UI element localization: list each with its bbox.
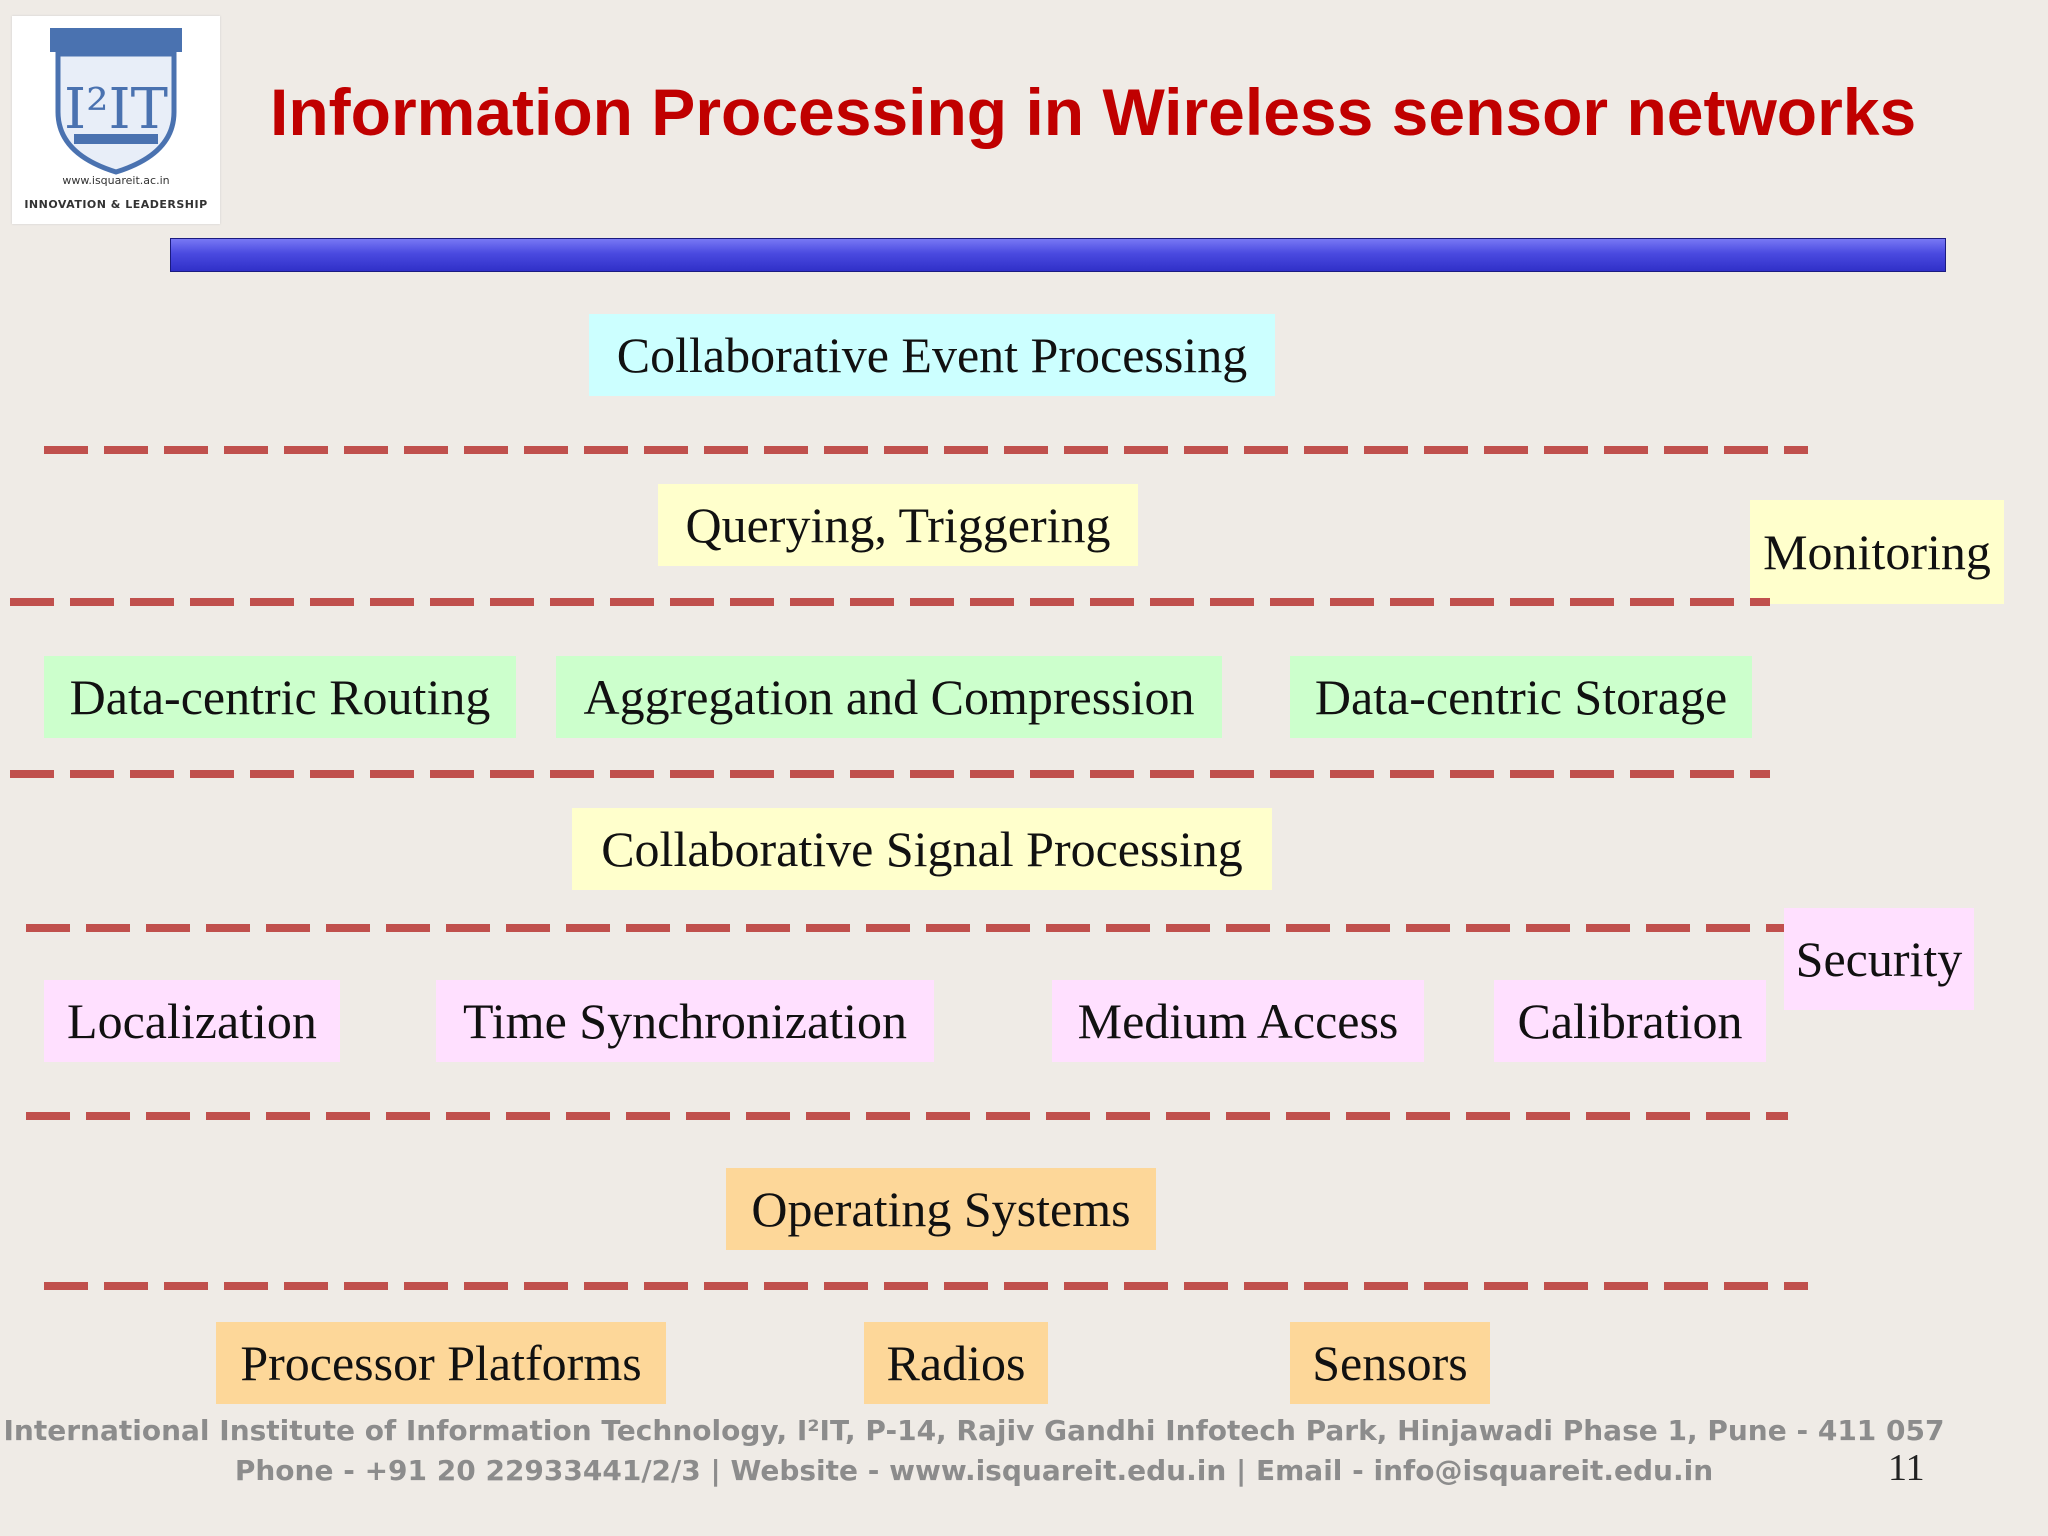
shield-icon: I²IT (50, 28, 182, 175)
layer-divider (44, 1282, 1808, 1290)
layer-data-centric-routing: Data-centric Routing (44, 656, 516, 738)
layer-localization: Localization (44, 980, 340, 1062)
layer-security: Security (1784, 908, 1974, 1010)
layer-querying-triggering: Querying, Triggering (658, 484, 1138, 566)
layer-divider (44, 446, 1808, 454)
svg-text:I²IT: I²IT (64, 77, 168, 142)
layer-calibration: Calibration (1494, 980, 1766, 1062)
layer-divider (26, 924, 1788, 932)
logo-tagline: INNOVATION & LEADERSHIP (24, 198, 208, 211)
slide-title: Information Processing in Wireless senso… (270, 75, 1917, 149)
page-number: 11 (1888, 1447, 1925, 1489)
layer-medium-access: Medium Access (1052, 980, 1424, 1062)
layer-collaborative-signal-processing: Collaborative Signal Processing (572, 808, 1272, 890)
footer-address: International Institute of Information T… (3, 1414, 1945, 1447)
layer-divider (10, 770, 1770, 778)
layer-aggregation-compression: Aggregation and Compression (556, 656, 1222, 738)
layer-divider (10, 598, 1770, 606)
title-underline-bar (170, 238, 1946, 272)
layer-divider (26, 1112, 1788, 1120)
institute-logo: I²IT www.isquareit.ac.in INNOVATION & LE… (12, 16, 220, 224)
logo-url: www.isquareit.ac.in (62, 174, 170, 187)
footer-contact: Phone - +91 20 22933441/2/3 | Website - … (234, 1454, 1714, 1487)
layer-operating-systems: Operating Systems (726, 1168, 1156, 1250)
layer-processor-platforms: Processor Platforms (216, 1322, 666, 1404)
layer-data-centric-storage: Data-centric Storage (1290, 656, 1752, 738)
layer-sensors: Sensors (1290, 1322, 1490, 1404)
layer-time-synchronization: Time Synchronization (436, 980, 934, 1062)
layer-radios: Radios (864, 1322, 1048, 1404)
layer-collaborative-event-processing: Collaborative Event Processing (589, 314, 1275, 396)
layer-monitoring: Monitoring (1750, 500, 2004, 604)
